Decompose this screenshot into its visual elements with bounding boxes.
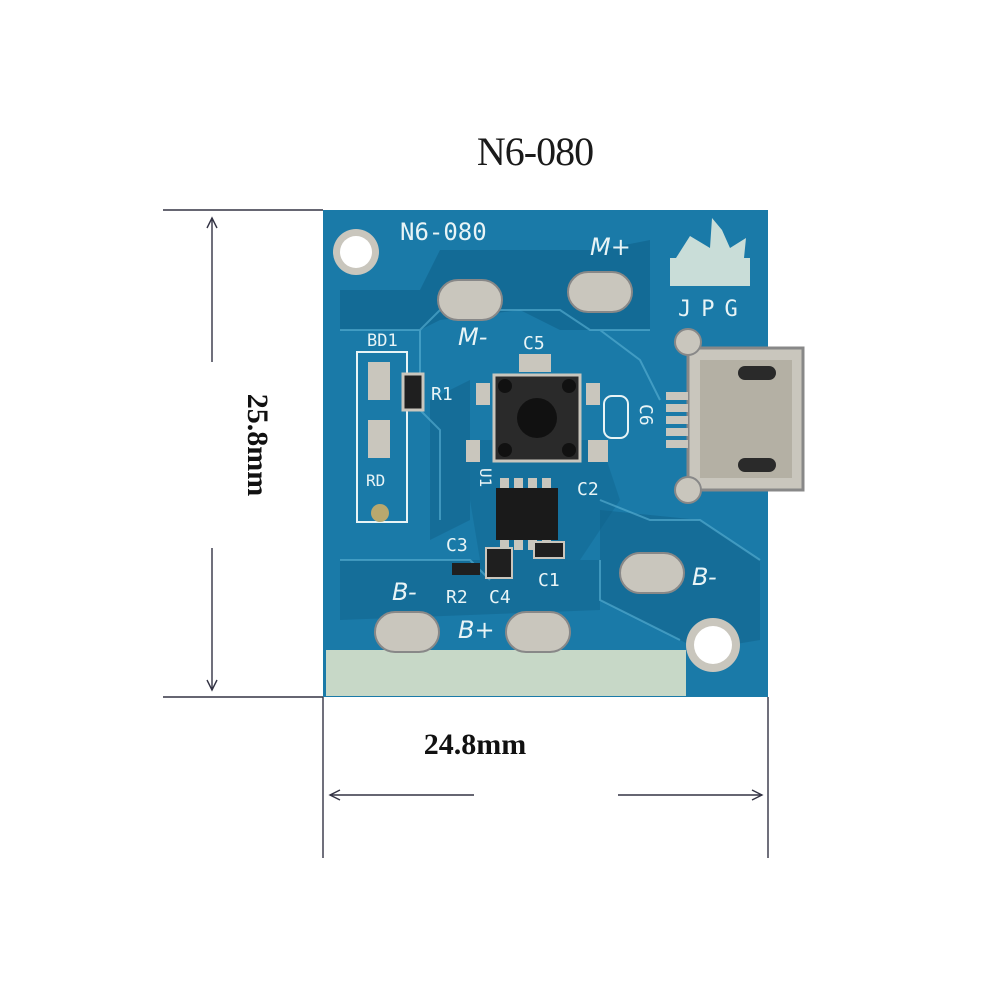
brand-logo-text: JPG — [678, 297, 748, 322]
label-c1: C1 — [538, 570, 560, 591]
pcb-model-label: N6-080 — [400, 218, 487, 246]
label-motor-minus: M- — [458, 323, 487, 351]
label-battery-minus-right: B- — [692, 563, 717, 591]
width-dimension-label: 24.8mm — [423, 728, 527, 761]
label-c3: C3 — [446, 535, 468, 556]
label-c2: C2 — [577, 479, 599, 500]
label-rd: RD — [366, 471, 385, 490]
label-r1: R1 — [431, 384, 453, 405]
label-battery-minus-left: B- — [392, 578, 417, 606]
height-dimension-label: 25.8mm — [241, 393, 274, 497]
label-c5: C5 — [523, 333, 545, 354]
label-motor-plus: M+ — [590, 233, 631, 261]
figure-title: N6-080 — [476, 129, 594, 174]
label-bd1: BD1 — [367, 331, 398, 351]
label-u1: U1 — [476, 468, 495, 487]
crown-logo — [670, 218, 750, 286]
dimension-lines — [163, 209, 769, 858]
label-r2: R2 — [446, 587, 468, 608]
label-battery-plus: B+ — [458, 616, 495, 644]
pcb-board — [323, 210, 805, 697]
label-c6: C6 — [635, 404, 656, 426]
label-c4: C4 — [489, 587, 511, 608]
